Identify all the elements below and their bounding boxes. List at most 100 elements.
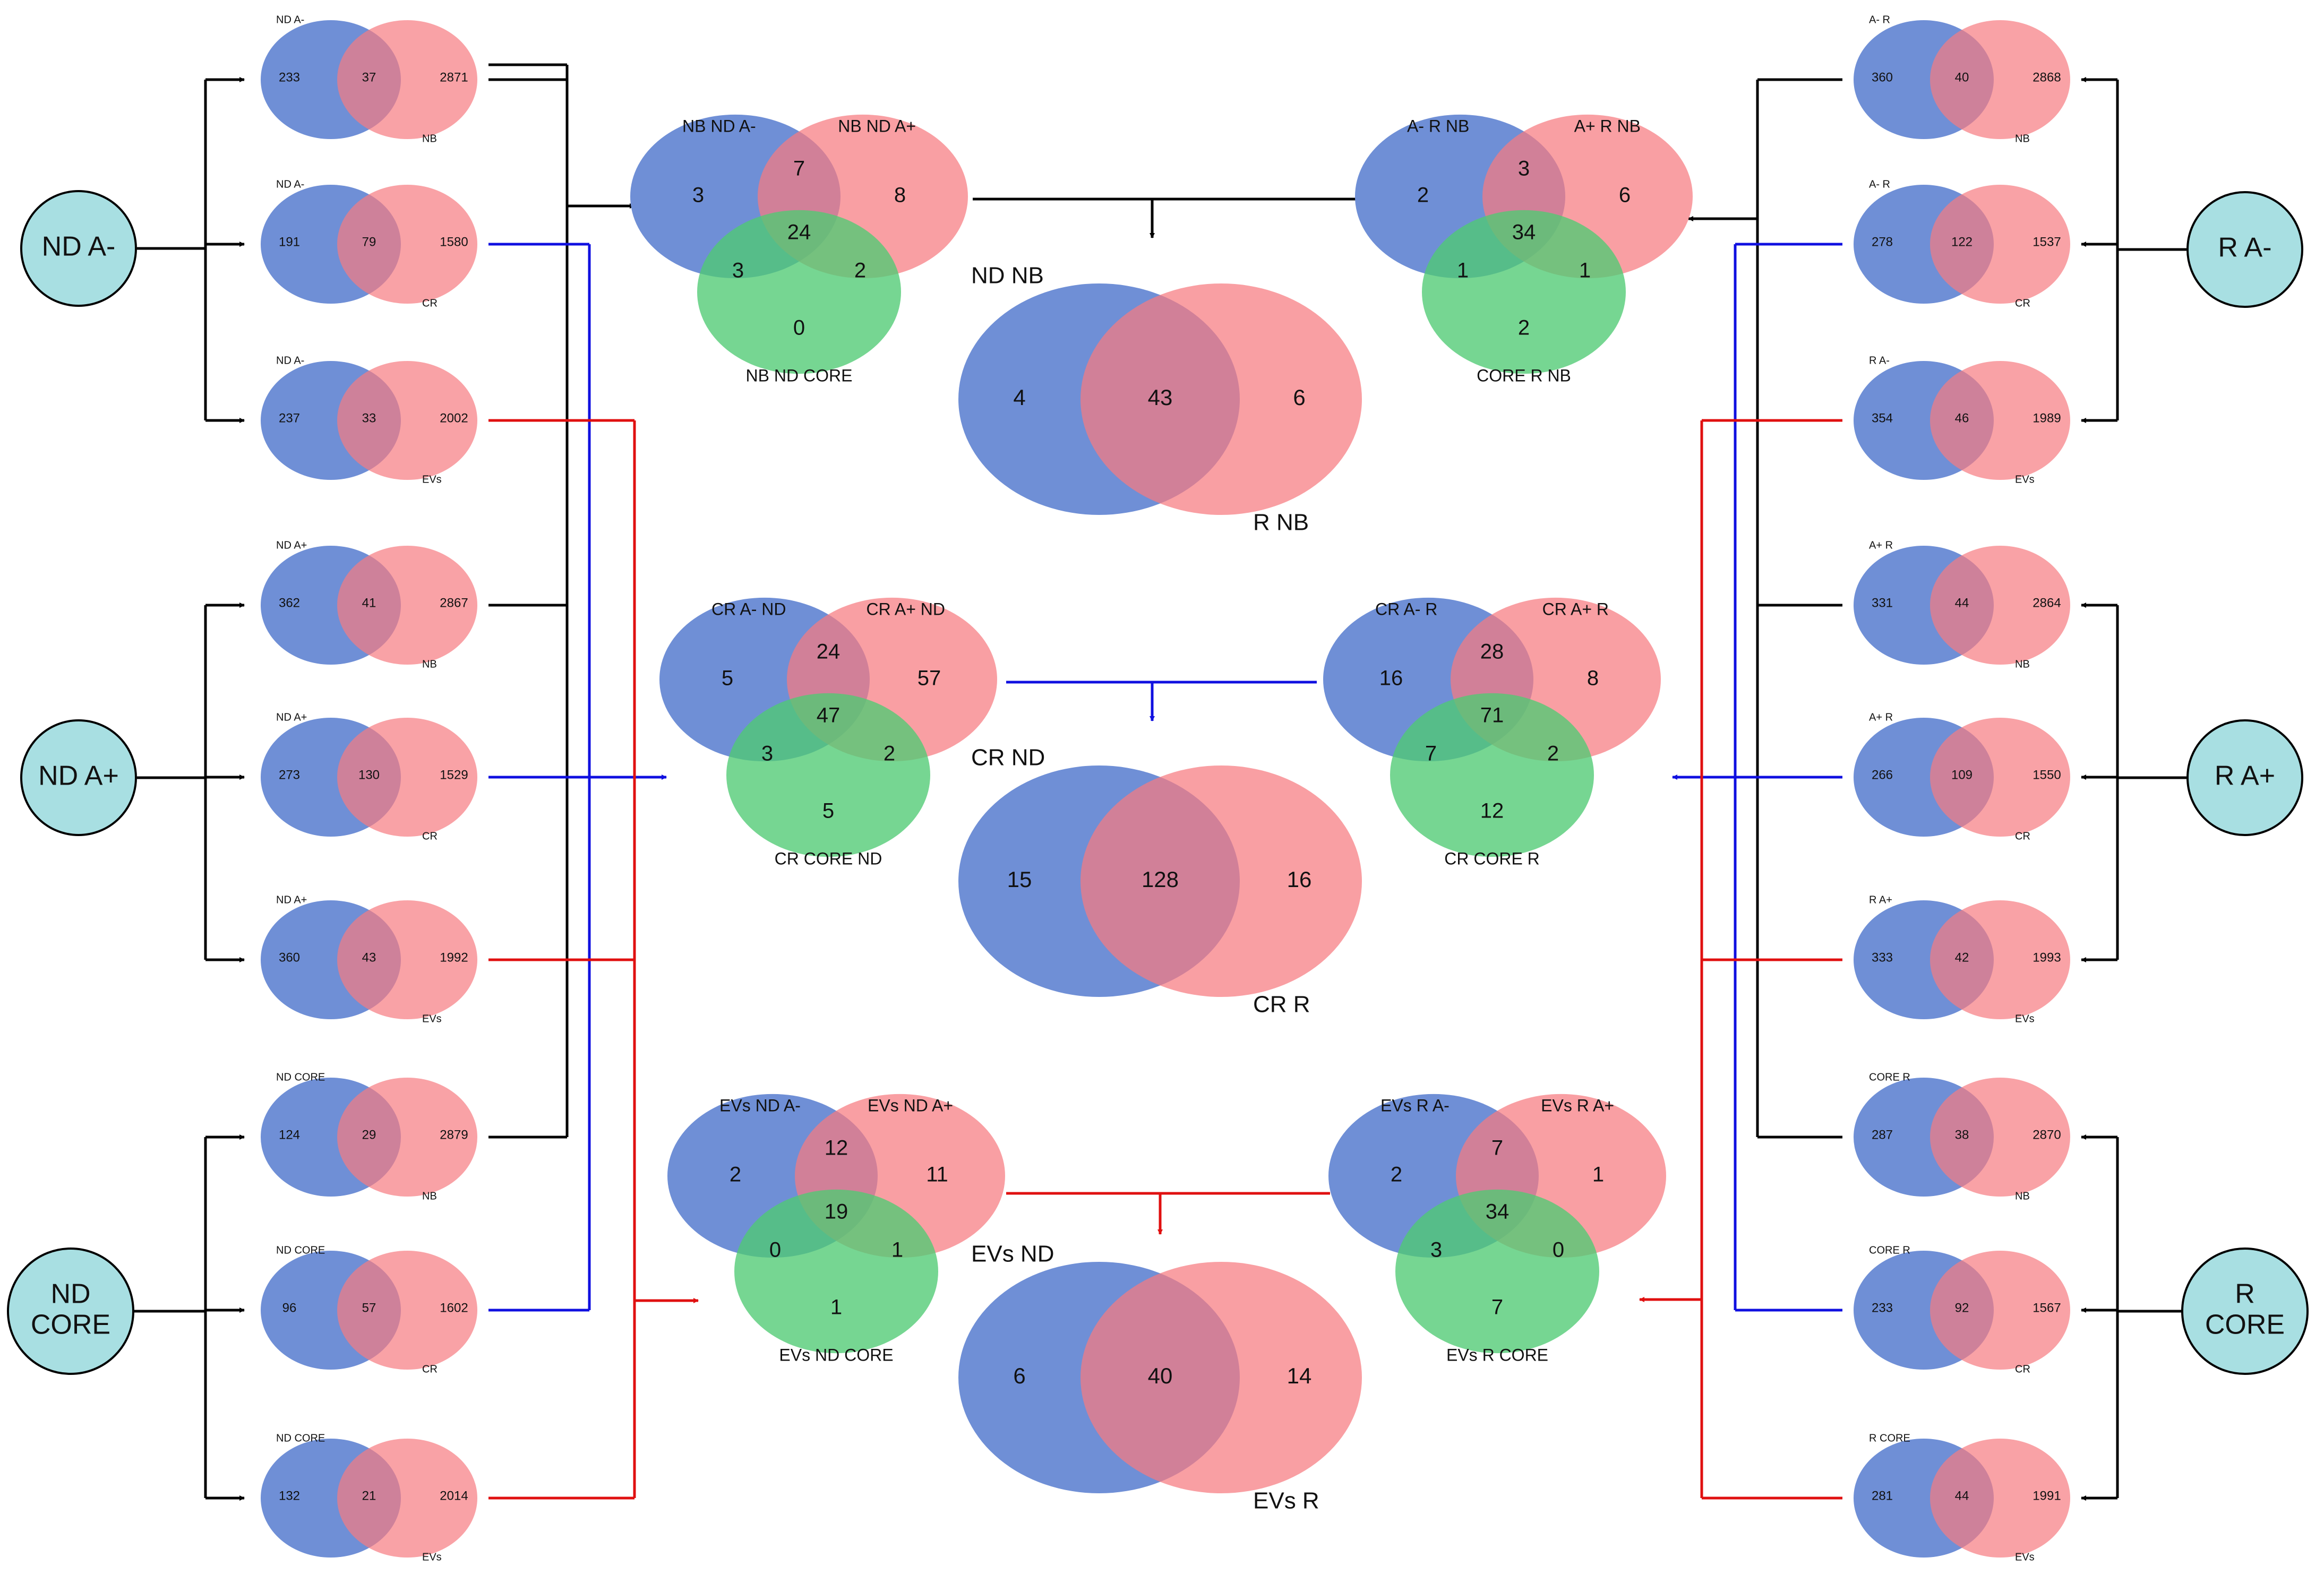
set-label-top: ND A+: [276, 711, 307, 723]
count-overlap: 29: [362, 1128, 376, 1142]
node-label: CORE: [2205, 1310, 2285, 1340]
set-label-bottom: CR: [2015, 297, 2030, 309]
count-overlap: 109: [1951, 768, 1973, 782]
set-circle-b: [1930, 718, 2070, 837]
node-label: R A+: [2215, 761, 2275, 792]
count-left: 6: [1013, 1363, 1025, 1388]
set-label-c: CR CORE ND: [775, 849, 882, 868]
set-label-a: A- R NB: [1407, 116, 1469, 135]
set-circle-b: [1930, 185, 2070, 304]
set-circle-b: [337, 185, 477, 304]
node-circle: [7, 1248, 134, 1375]
count-ab: 3: [1518, 157, 1530, 180]
count-c: 0: [793, 316, 805, 340]
count-bc: 2: [884, 742, 895, 765]
count-overlap: 128: [1142, 867, 1179, 892]
set-label-top: ND A-: [276, 355, 304, 366]
count-right: 1550: [2033, 768, 2061, 782]
set-label-a: CR ND: [971, 745, 1045, 771]
set-label-top: ND A+: [276, 894, 307, 906]
set-label-bottom: EVs: [2015, 1551, 2035, 1563]
set-circle-b: [1930, 1078, 2070, 1197]
set-label-bottom: NB: [2015, 1190, 2030, 1202]
count-left: 266: [1872, 768, 1893, 782]
count-overlap: 33: [362, 411, 376, 425]
set-label-bottom: NB: [2015, 133, 2030, 144]
count-abc: 34: [1486, 1200, 1510, 1224]
count-overlap: 79: [362, 235, 376, 249]
count-right: 1992: [440, 950, 468, 965]
set-label-bottom: EVs: [422, 1551, 442, 1563]
set-circle-c: [734, 1189, 938, 1354]
set-circle-b: [1080, 283, 1362, 515]
set-label-top: ND A-: [276, 178, 304, 190]
set-label-top: ND A-: [276, 14, 304, 25]
set-label-top: ND CORE: [276, 1244, 325, 1256]
count-right: 2870: [2033, 1128, 2061, 1142]
set-circle-c: [1390, 693, 1594, 857]
count-c: 5: [822, 799, 834, 823]
count-b: 8: [894, 184, 906, 207]
count-overlap: 43: [362, 950, 376, 965]
count-ac: 7: [1425, 742, 1437, 765]
count-ab: 7: [793, 157, 805, 180]
count-left: 4: [1013, 385, 1025, 410]
count-right: 6: [1293, 385, 1305, 410]
count-overlap: 92: [1955, 1301, 1969, 1315]
set-label-top: ND CORE: [276, 1432, 325, 1444]
count-overlap: 130: [358, 768, 380, 782]
count-overlap: 42: [1955, 950, 1969, 965]
set-label-top: A- R: [1869, 14, 1890, 25]
group-node-r-a-plus: R A+: [2186, 719, 2303, 836]
set-label-bottom: CR: [422, 1363, 438, 1375]
count-left: 360: [1872, 70, 1893, 84]
set-circle-c: [1395, 1189, 1599, 1354]
count-a: 2: [1391, 1163, 1402, 1186]
count-left: 362: [279, 596, 300, 610]
set-label-b: EVs R: [1253, 1488, 1319, 1514]
set-label-bottom: NB: [422, 133, 437, 144]
set-circle-b: [337, 900, 477, 1019]
set-label-b: CR A+ ND: [867, 599, 945, 618]
count-c: 2: [1518, 316, 1530, 340]
count-overlap: 46: [1955, 411, 1969, 425]
count-left: 237: [279, 411, 300, 425]
count-a: 5: [722, 667, 733, 690]
set-label-a: EVs R A-: [1380, 1096, 1450, 1115]
set-circle-b: [1930, 900, 2070, 1019]
set-label-top: ND A+: [276, 539, 307, 551]
count-a: 2: [730, 1163, 741, 1186]
count-right: 1989: [2033, 411, 2061, 425]
set-label-bottom: NB: [422, 658, 437, 670]
node-circle: [2181, 1248, 2309, 1375]
count-right: 2879: [440, 1128, 468, 1142]
count-left: 191: [279, 235, 300, 249]
count-left: 233: [279, 70, 300, 84]
count-abc: 71: [1480, 704, 1504, 727]
count-right: 1602: [440, 1301, 468, 1315]
count-left: 281: [1872, 1489, 1893, 1503]
count-abc: 19: [825, 1200, 848, 1224]
count-left: 132: [279, 1489, 300, 1503]
set-label-top: R A+: [1869, 894, 1892, 906]
count-left: 124: [279, 1128, 300, 1142]
count-ab: 12: [825, 1137, 848, 1160]
set-circle-b: [337, 718, 477, 837]
set-label-top: A- R: [1869, 178, 1890, 190]
group-node-r-a-minus: R A-: [2186, 191, 2303, 308]
count-bc: 1: [1579, 259, 1591, 282]
count-left: 15: [1007, 867, 1032, 892]
count-overlap: 37: [362, 70, 376, 84]
